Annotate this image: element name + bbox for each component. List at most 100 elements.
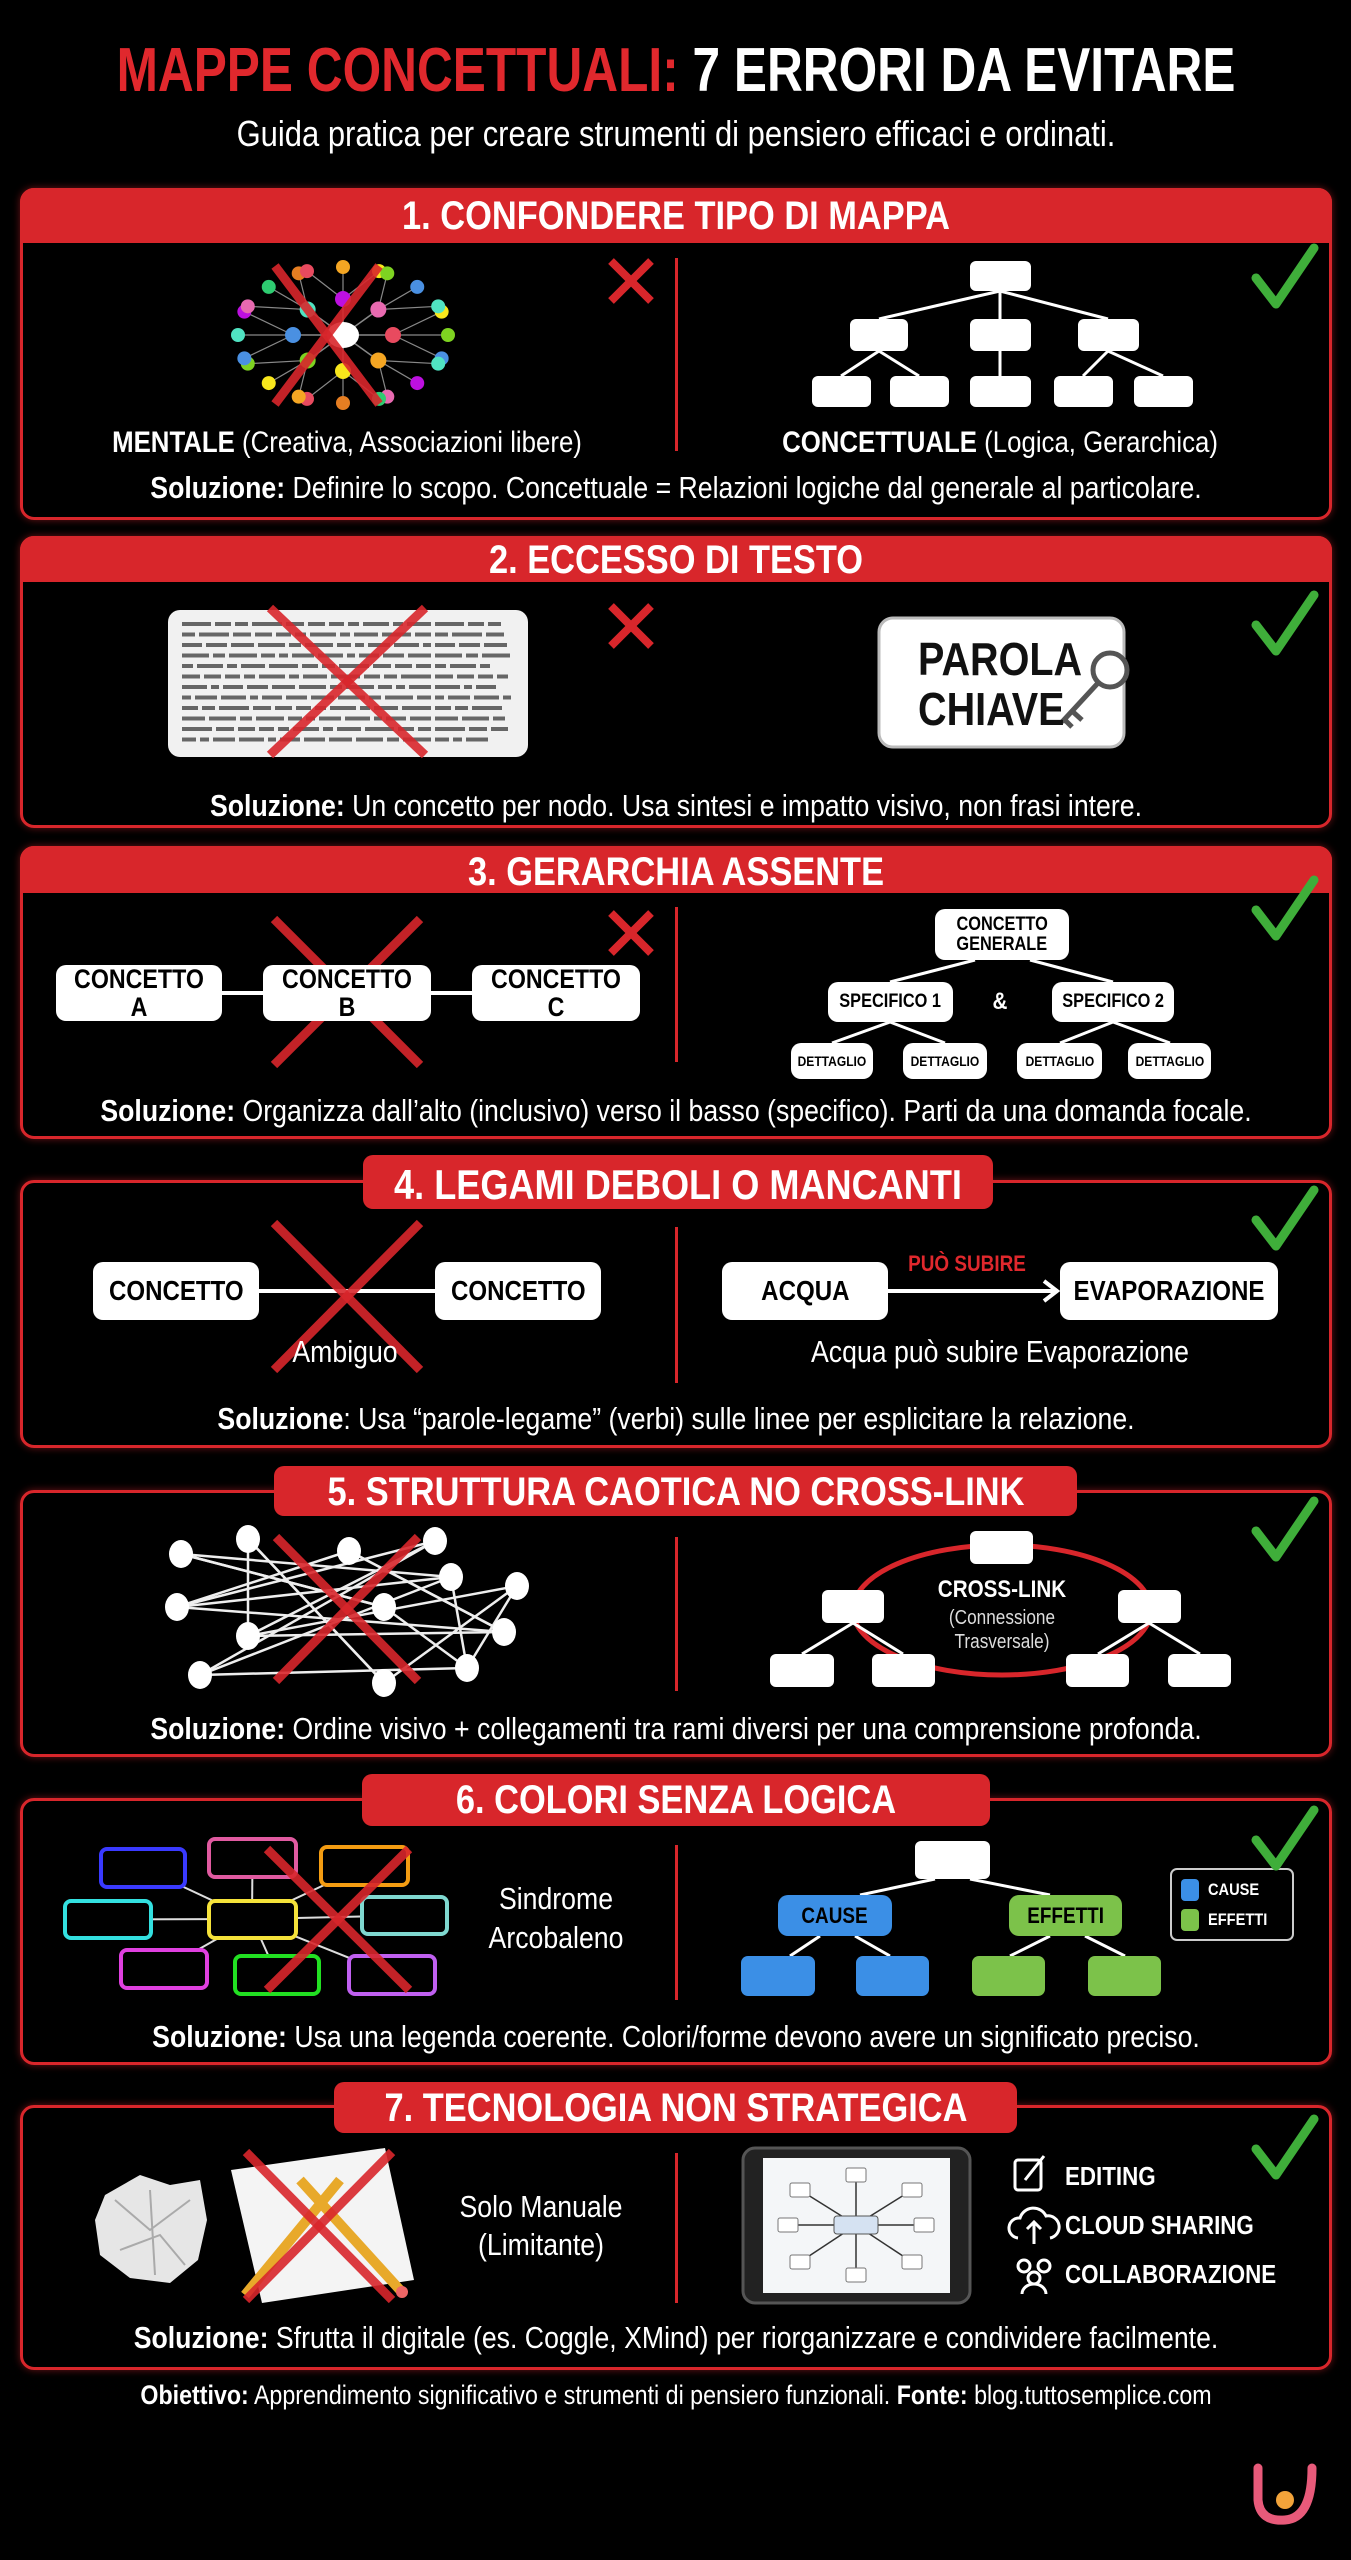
text-word (252, 622, 282, 626)
network-node (439, 1563, 463, 1591)
check-icon (1251, 875, 1319, 941)
section-6-solution: Soluzione: Usa una legenda coerente. Col… (152, 2021, 1200, 2052)
tree-node (1168, 1654, 1231, 1687)
text-word (337, 727, 361, 731)
text-word (255, 632, 272, 637)
text-word (269, 664, 298, 668)
check-icon (1251, 1185, 1319, 1251)
network-edge (180, 1552, 385, 1609)
solution-text: Organizza dall’alto (inclusivo) verso il… (235, 1093, 1252, 1128)
text-word (235, 622, 248, 626)
text-word (474, 695, 499, 700)
mind-map-branch (244, 311, 294, 336)
text-word (182, 727, 212, 731)
divider (675, 1845, 678, 2000)
tree-node (970, 376, 1031, 407)
text-word (374, 716, 382, 721)
network-edge (176, 1575, 452, 1609)
text-word (482, 653, 510, 658)
mind-map-node (291, 389, 306, 404)
text-word (302, 664, 318, 668)
text-word (395, 664, 412, 668)
network-node (423, 1527, 447, 1555)
text-word (182, 632, 195, 637)
rainbow-node (99, 1847, 187, 1889)
rainbow-node (207, 1899, 298, 1940)
text-word (216, 727, 234, 731)
mind-map-node (410, 376, 425, 391)
cause-child-node (741, 1956, 815, 1996)
divider (675, 1537, 678, 1691)
text-word (293, 727, 319, 731)
mind-map-node (385, 327, 401, 343)
text-word (225, 674, 240, 679)
text-word (488, 622, 501, 626)
text-word (329, 622, 344, 626)
rainbow-node (119, 1948, 209, 1990)
divider (675, 1227, 678, 1383)
network-edge (348, 1549, 505, 1634)
text-word (401, 674, 431, 679)
tree-node (970, 1531, 1033, 1564)
mind-map-node (285, 327, 301, 343)
text-word (241, 664, 265, 668)
text-word (396, 685, 405, 689)
text-word (472, 706, 502, 710)
check-icon (1251, 1496, 1319, 1562)
mind-map-node (231, 328, 245, 342)
mind-map-node (237, 351, 252, 366)
text-word (288, 716, 302, 721)
network-node (236, 1525, 260, 1553)
label-bold: MENTALE (112, 426, 235, 459)
mind-map-branch (392, 334, 442, 359)
text-word (197, 664, 223, 668)
network-edge (176, 1539, 436, 1609)
network-node (492, 1618, 516, 1646)
source-link[interactable]: blog.tuttosemplice.com (967, 2380, 1212, 2410)
text-word (410, 716, 431, 721)
network-node (236, 1622, 260, 1650)
text-word (484, 643, 507, 647)
text-word (286, 622, 304, 626)
text-word (408, 653, 431, 658)
text-word (435, 674, 453, 679)
network-edge (383, 1605, 468, 1670)
section-4-solution: Soluzione: Usa “parole-legame” (verbi) s… (217, 1403, 1134, 1434)
text-word (213, 653, 225, 658)
section-1-title: 1. CONFONDERE TIPO DI MAPPA (402, 194, 950, 238)
text-word (289, 674, 299, 679)
subtitle: Guida pratica per creare strumenti di pe… (236, 113, 1116, 154)
solution-text: : Usa “parole-legame” (verbi) sulle line… (343, 1401, 1135, 1436)
network-node (165, 1593, 189, 1621)
text-word (318, 653, 343, 658)
text-word (374, 706, 398, 710)
mind-map-node (261, 279, 276, 294)
text-word (286, 695, 307, 700)
cross-link-subtitle-2: Trasversale) (954, 1631, 1050, 1653)
feature-editing: EDITING (1065, 2161, 1156, 2191)
wrong-icon (608, 258, 654, 304)
text-word (182, 674, 200, 679)
concept-node: CONCETTO (93, 1262, 259, 1320)
text-word (323, 727, 333, 731)
key-icon (1060, 650, 1130, 729)
solution-text: Definire lo scopo. Concettuale = Relazio… (285, 470, 1202, 505)
detail-node: DETTAGLIO (1017, 1043, 1102, 1079)
text-word (182, 653, 209, 658)
network-node (505, 1572, 529, 1600)
text-word (453, 737, 462, 742)
solution-text: Usa una legenda coerente. Colori/forme d… (286, 2019, 1200, 2054)
solution-label: Soluzione: (209, 788, 345, 823)
text-word (360, 706, 370, 710)
section-3-header (20, 846, 1332, 893)
text-word (182, 695, 191, 700)
tree-node (872, 1654, 935, 1687)
text-word (466, 737, 488, 742)
mind-map-node (370, 301, 387, 318)
text-word (368, 643, 390, 647)
wrong-icon (608, 603, 654, 649)
section-5-header (274, 1466, 1077, 1516)
solution-text: Sfrutta il digitale (es. Coggle, XMind) … (268, 2320, 1219, 2355)
text-word (503, 695, 511, 700)
big-cross-icon (270, 1219, 424, 1374)
